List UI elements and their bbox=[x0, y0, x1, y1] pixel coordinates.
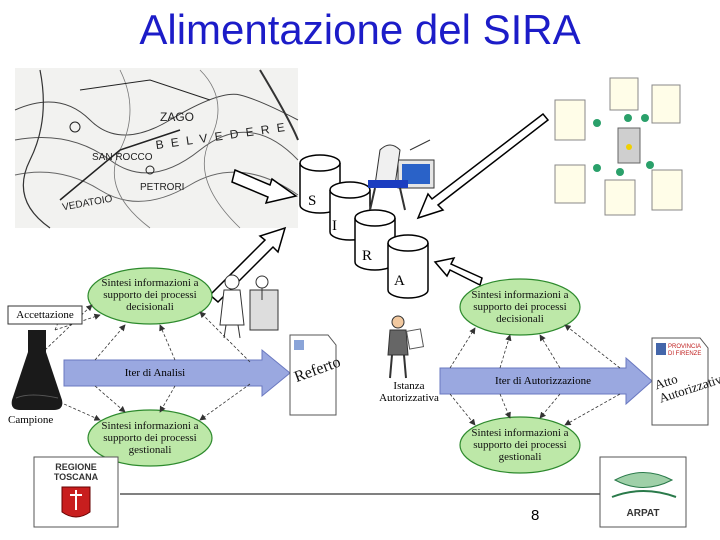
referto-document-icon bbox=[289, 334, 337, 416]
database-a-label: A bbox=[394, 273, 405, 289]
database-r-label: R bbox=[362, 248, 373, 264]
authorization-process-arrow bbox=[439, 356, 653, 406]
operator-at-computer-icon bbox=[368, 139, 435, 211]
provincia-logo-text: PROVINCIA DI FIRENZE bbox=[668, 344, 702, 357]
analysis-process-arrow bbox=[63, 348, 291, 398]
left-management-text: Sintesi informazioni a supporto dei proc… bbox=[101, 420, 199, 456]
right-decision-ellipse bbox=[459, 278, 581, 336]
database-s-label: S bbox=[308, 193, 317, 209]
left-decision-ellipse bbox=[87, 267, 213, 325]
map-label-san-rocco: SAN ROCCO bbox=[92, 152, 153, 163]
atto-document-icon bbox=[651, 337, 709, 426]
right-decision-text: Sintesi informazioni a supporto dei proc… bbox=[471, 289, 569, 325]
map-label-zago: ZAGO bbox=[160, 110, 195, 124]
map-label-petrori: PETRORI bbox=[140, 182, 185, 193]
right-management-text: Sintesi informazioni a supporto dei proc… bbox=[471, 427, 569, 463]
left-connectors bbox=[44, 304, 251, 421]
flask-icon bbox=[11, 330, 63, 410]
right-connectors bbox=[449, 324, 621, 426]
scientist-icon bbox=[219, 274, 279, 339]
iter-analisi-label: Iter di Analisi bbox=[124, 367, 186, 379]
left-decision-text: Sintesi informazioni a supporto dei proc… bbox=[101, 277, 199, 313]
topographic-map bbox=[14, 68, 299, 229]
istanza-label: Istanza Autorizzativa bbox=[379, 380, 439, 404]
regione-logo-line1: REGIONE bbox=[55, 462, 97, 472]
regione-logo-line2: TOSCANA bbox=[53, 472, 99, 482]
iter-autorizzazione-label: Iter di Autorizzazione bbox=[495, 375, 591, 387]
computer-network-icon bbox=[554, 77, 683, 216]
page-title: Alimentazione del SIRA bbox=[139, 6, 581, 53]
left-management-ellipse bbox=[87, 409, 213, 467]
campione-label: Campione bbox=[8, 414, 54, 426]
right-management-ellipse bbox=[459, 416, 581, 474]
page-number: 8 bbox=[531, 507, 540, 524]
database-i-label: I bbox=[332, 218, 337, 234]
accettazione-box bbox=[7, 305, 83, 325]
businessman-icon bbox=[387, 315, 425, 379]
database-cylinders bbox=[299, 154, 429, 299]
arpat-logo-text: ARPAT bbox=[626, 508, 660, 519]
accettazione-label: Accettazione bbox=[16, 309, 74, 321]
